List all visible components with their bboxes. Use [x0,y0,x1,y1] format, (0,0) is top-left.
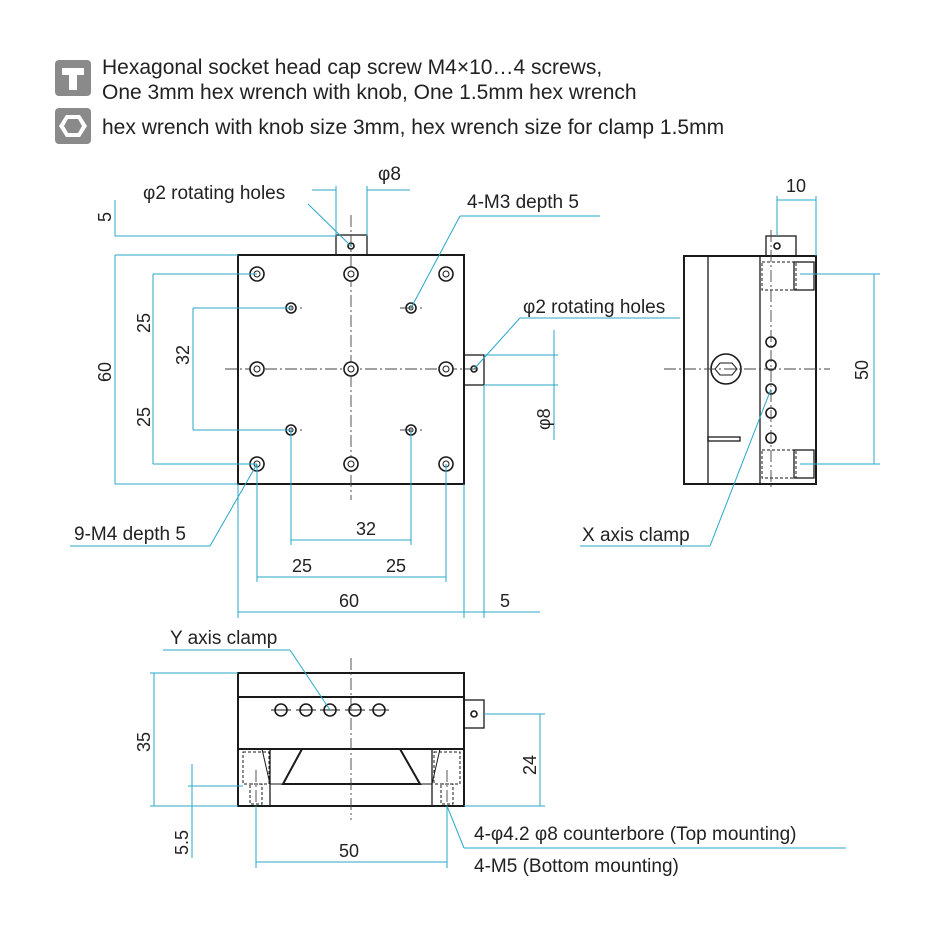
phi8-top-label: φ8 [378,164,401,185]
side-view-body [683,255,817,485]
front-view: Y axis clamp 35 24 5.5 50 4-φ4.2 φ8 coun… [134,628,846,877]
screw-icon [55,60,91,96]
dim-50-side: 50 [852,360,872,380]
front-base [237,748,465,807]
counterbore-label: 4-φ4.2 φ8 counterbore (Top mounting) [474,824,796,845]
right-tab [463,354,485,386]
x-axis-clamp-label: X axis clamp [582,525,690,546]
legend: Hexagonal socket head cap screw M4×10…4 … [55,56,724,144]
bottom-mounting-label: 4-M5 (Bottom mounting) [474,856,679,877]
dim-5-right: 5 [500,591,510,611]
phi8-right-label: φ8 [534,408,554,430]
dim-50-front: 50 [339,841,359,861]
dim-35: 35 [134,732,154,752]
top-view-dimensions [70,186,680,618]
screw-text-line2: One 3mm hex wrench with knob, One 1.5mm … [102,81,637,104]
dim-60-bottom: 60 [339,591,359,611]
rotating-holes-right-label: φ2 rotating holes [523,297,665,318]
dim-25-lower: 25 [134,407,154,427]
dim-5-top: 5 [95,212,115,222]
side-rotating-hole [773,242,781,250]
dim-10: 10 [786,176,806,196]
clamp-lever [707,436,741,442]
dim-24: 24 [520,755,540,775]
dim-60-left: 60 [95,362,115,382]
dim-25-right: 25 [386,556,406,576]
hex-wrench-icon [55,108,91,144]
side-tab [765,235,797,257]
dim-25-upper: 25 [134,313,154,333]
hex-wrench-text: hex wrench with knob size 3mm, hex wrenc… [102,116,724,139]
screw-text-line1: Hexagonal socket head cap screw M4×10…4 … [102,56,602,79]
m4-depth-label: 9-M4 depth 5 [74,524,186,545]
dim-32-horiz: 32 [356,519,376,539]
side-view: 10 50 X axis clamp [580,176,880,547]
dim-5-5: 5.5 [172,830,192,855]
y-axis-clamp-label: Y axis clamp [170,628,277,649]
dim-25-left: 25 [292,556,312,576]
rotating-holes-top-label: φ2 rotating holes [143,183,285,204]
m3-depth-label: 4-M3 depth 5 [467,192,579,213]
dim-32-vert: 32 [173,345,193,365]
top-tab [335,234,368,256]
top-view: φ2 rotating holes φ8 4-M3 depth 5 φ2 rot… [70,164,680,618]
